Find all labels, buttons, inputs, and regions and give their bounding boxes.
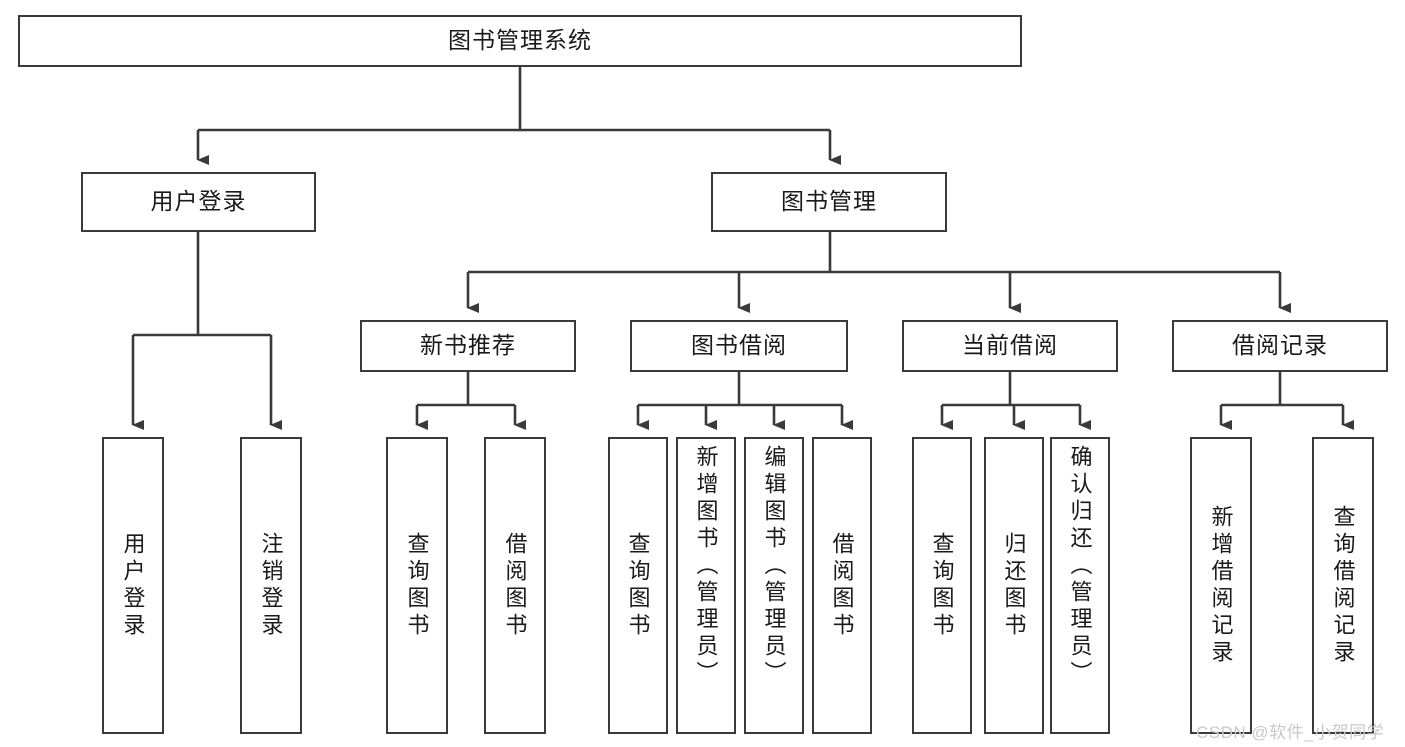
node-book-manage[interactable]: 图书管理	[711, 172, 947, 232]
node-leaf-add-borrow-record[interactable]: 新增借阅记录	[1190, 437, 1252, 734]
node-current-borrow[interactable]: 当前借阅	[902, 320, 1118, 372]
node-leaf-user-login-label: 用户登录	[120, 531, 146, 640]
node-current-borrow-label: 当前借阅	[962, 332, 1058, 359]
node-borrow-record[interactable]: 借阅记录	[1172, 320, 1388, 372]
node-leaf-query-borrow-record-label: 查询借阅记录	[1330, 504, 1356, 667]
node-borrow-record-label: 借阅记录	[1232, 332, 1328, 359]
node-leaf-query-books-cur-label: 查询图书	[929, 531, 955, 640]
node-user-login-label: 用户登录	[150, 188, 247, 215]
node-root[interactable]: 图书管理系统	[18, 15, 1022, 67]
node-new-book-recommend-label: 新书推荐	[420, 332, 516, 359]
node-leaf-confirm-return-admin[interactable]: 确认归还（管理员）	[1050, 437, 1110, 734]
node-leaf-user-logout[interactable]: 注销登录	[240, 437, 302, 734]
node-leaf-borrow-book[interactable]: 借阅图书	[812, 437, 872, 734]
node-leaf-edit-book-admin-label: 编辑图书（管理员）	[761, 445, 787, 688]
node-leaf-query-books-borrow-label: 查询图书	[625, 531, 651, 640]
node-leaf-borrow-books-rec-label: 借阅图书	[502, 531, 528, 640]
node-root-label: 图书管理系统	[448, 27, 592, 54]
node-leaf-confirm-return-admin-label: 确认归还（管理员）	[1067, 445, 1093, 688]
node-new-book-recommend[interactable]: 新书推荐	[360, 320, 576, 372]
node-leaf-add-book-admin[interactable]: 新增图书（管理员）	[676, 437, 736, 734]
node-leaf-query-books-rec-label: 查询图书	[404, 531, 430, 640]
node-leaf-return-book[interactable]: 归还图书	[984, 437, 1044, 734]
node-leaf-add-book-admin-label: 新增图书（管理员）	[693, 445, 719, 688]
node-leaf-user-login[interactable]: 用户登录	[102, 437, 164, 734]
node-leaf-query-borrow-record[interactable]: 查询借阅记录	[1312, 437, 1374, 734]
node-leaf-query-books-borrow[interactable]: 查询图书	[608, 437, 668, 734]
node-user-login[interactable]: 用户登录	[81, 172, 316, 232]
node-leaf-borrow-books-rec[interactable]: 借阅图书	[484, 437, 546, 734]
node-leaf-return-book-label: 归还图书	[1001, 531, 1027, 640]
node-leaf-edit-book-admin[interactable]: 编辑图书（管理员）	[744, 437, 804, 734]
node-leaf-query-books-cur[interactable]: 查询图书	[912, 437, 972, 734]
csdn-watermark: CSDN @软件_小贺同学	[1196, 723, 1385, 742]
node-leaf-borrow-book-label: 借阅图书	[829, 531, 855, 640]
node-leaf-user-logout-label: 注销登录	[258, 531, 284, 640]
node-leaf-add-borrow-record-label: 新增借阅记录	[1208, 504, 1234, 667]
node-book-manage-label: 图书管理	[781, 188, 877, 215]
node-book-borrow[interactable]: 图书借阅	[630, 320, 848, 372]
node-book-borrow-label: 图书借阅	[691, 332, 787, 359]
node-leaf-query-books-rec[interactable]: 查询图书	[386, 437, 448, 734]
